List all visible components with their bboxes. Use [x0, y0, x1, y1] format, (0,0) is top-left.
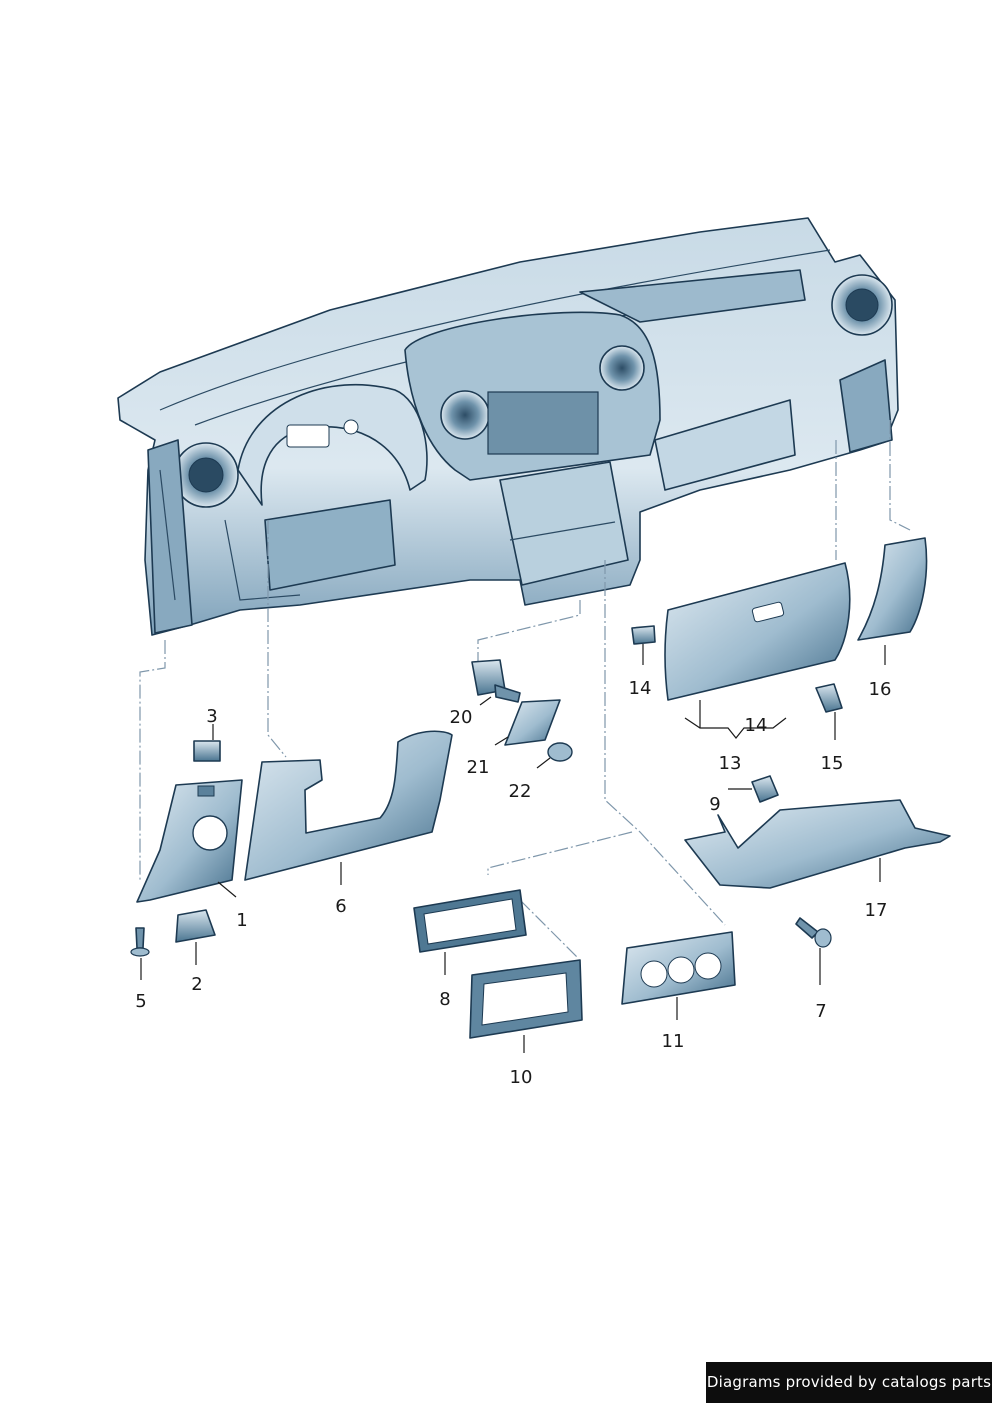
label-1: 1 — [236, 910, 247, 931]
label-8: 8 — [439, 989, 450, 1010]
label-2: 2 — [191, 974, 202, 995]
part-2-switch — [175, 909, 216, 943]
right-air-vent-icon — [831, 274, 893, 336]
part-17-glovebox-tray — [684, 799, 951, 889]
label-9: 9 — [709, 794, 720, 815]
part-20-switch-housing — [471, 659, 521, 703]
label-13: 13 — [719, 753, 742, 774]
label-17: 17 — [865, 900, 888, 921]
part-10-trim-frame — [469, 959, 583, 1039]
part-6-knee-trim — [244, 730, 453, 881]
label-14-lid: 14 — [745, 715, 768, 736]
label-21: 21 — [467, 757, 490, 778]
part-16-side-trim — [857, 537, 928, 641]
part-7-screw-icon — [795, 917, 832, 948]
leader-lines — [140, 644, 886, 1053]
label-20: 20 — [450, 707, 473, 728]
cluster-display-icon — [286, 424, 330, 448]
credit-banner: Diagrams provided by catalogs parts — [706, 1362, 992, 1403]
part-11-climate-panel — [621, 931, 736, 1005]
label-16: 16 — [869, 679, 892, 700]
part-1-lower-trim — [136, 779, 243, 903]
label-11: 11 — [662, 1031, 685, 1052]
part-9-bracket — [751, 775, 779, 803]
part-13-glovebox-lid — [664, 562, 851, 701]
label-6: 6 — [335, 896, 346, 917]
part-labels: 3 1 2 5 6 20 21 22 14 14 13 15 16 9 17 7… — [135, 678, 891, 1088]
label-22: 22 — [509, 781, 532, 802]
label-7: 7 — [815, 1001, 826, 1022]
dashboard-panel — [117, 217, 899, 636]
part-3-switch-cap — [193, 740, 221, 762]
part-8-radio-frame — [413, 889, 527, 953]
label-3: 3 — [206, 706, 217, 727]
part-14-clip — [631, 625, 656, 645]
part-21-socket-frame — [504, 699, 561, 746]
label-10: 10 — [510, 1067, 533, 1088]
part-22-socket-icon — [547, 742, 573, 762]
label-5: 5 — [135, 991, 146, 1012]
part-5-screw-icon — [130, 927, 150, 957]
part-15-plug — [815, 683, 843, 713]
label-15: 15 — [821, 753, 844, 774]
left-air-vent-icon — [173, 442, 239, 508]
reference-lines — [139, 420, 911, 959]
label-14-clip: 14 — [629, 678, 652, 699]
